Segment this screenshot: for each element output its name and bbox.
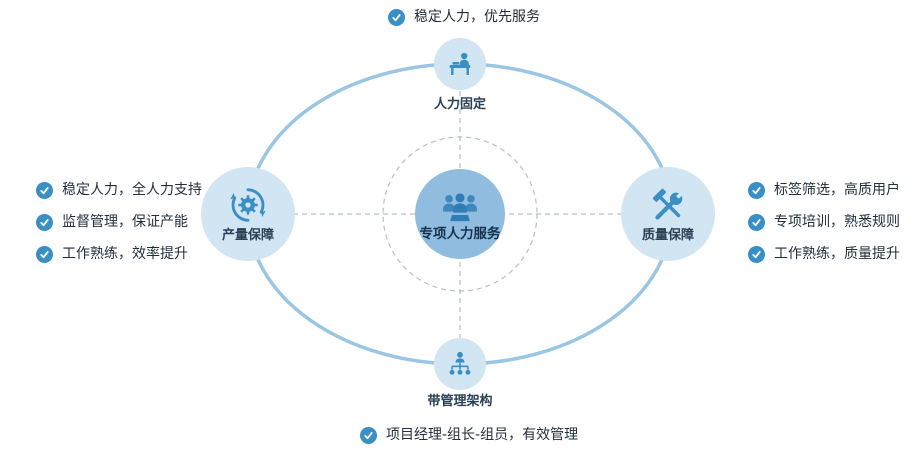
node-center-service: 专项人力服务 — [415, 169, 505, 259]
note-text: 工作熟练，效率提升 — [62, 246, 188, 262]
check-icon — [748, 245, 765, 263]
note-text: 专项培训，熟悉规则 — [774, 214, 900, 230]
note-text: 标签筛选，高质用户 — [774, 182, 900, 198]
node-management-structure-label: 带管理架构 — [427, 394, 493, 409]
note-text: 工作熟练，质量提升 — [774, 246, 900, 262]
node-output-guarantee-label: 产量保障 — [221, 228, 274, 244]
note-text: 监督管理，保证产能 — [62, 214, 188, 230]
wrench-hammer-icon — [652, 188, 684, 220]
note-item: 标签筛选，高质用户 — [748, 180, 900, 200]
note-item: 工作熟练，效率提升 — [36, 244, 202, 264]
gear-sync-icon — [230, 188, 266, 223]
check-icon — [360, 426, 377, 444]
node-output-guarantee: 产量保障 — [201, 167, 295, 261]
check-icon — [388, 8, 405, 26]
note-bottom: 项目经理-组长-组员，有效管理 — [360, 425, 578, 445]
note-text: 稳定人力，全人力支持 — [62, 182, 202, 198]
check-icon — [36, 181, 53, 199]
note-item: 工作熟练，质量提升 — [748, 244, 900, 264]
note-item: 稳定人力，优先服务 — [388, 7, 540, 27]
node-quality-guarantee: 质量保障 — [621, 167, 715, 261]
note-item: 项目经理-组长-组员，有效管理 — [360, 425, 578, 445]
org-chart-icon — [449, 351, 471, 375]
check-icon — [748, 181, 765, 199]
node-management-structure-circle — [434, 338, 486, 390]
check-icon — [748, 213, 765, 231]
dashed-circle — [382, 136, 538, 292]
note-item: 稳定人力，全人力支持 — [36, 180, 202, 200]
note-text: 项目经理-组长-组员，有效管理 — [386, 427, 579, 443]
note-item: 专项培训，熟悉规则 — [748, 212, 900, 232]
check-icon — [36, 213, 53, 231]
notes-left: 稳定人力，全人力支持 监督管理，保证产能 工作熟练，效率提升 — [36, 180, 202, 264]
node-fixed-staffing-label: 人力固定 — [433, 97, 486, 112]
node-fixed-staffing-circle — [434, 38, 486, 90]
note-top: 稳定人力，优先服务 — [388, 7, 540, 27]
note-item: 监督管理，保证产能 — [36, 212, 202, 232]
note-text: 稳定人力，优先服务 — [414, 9, 540, 25]
node-center-service-label: 专项人力服务 — [419, 226, 501, 243]
node-quality-guarantee-label: 质量保障 — [641, 228, 694, 244]
person-at-desk-icon — [449, 52, 471, 75]
check-icon — [36, 245, 53, 263]
notes-right: 标签筛选，高质用户 专项培训，熟悉规则 工作熟练，质量提升 — [748, 180, 900, 264]
people-group-icon — [443, 193, 477, 222]
